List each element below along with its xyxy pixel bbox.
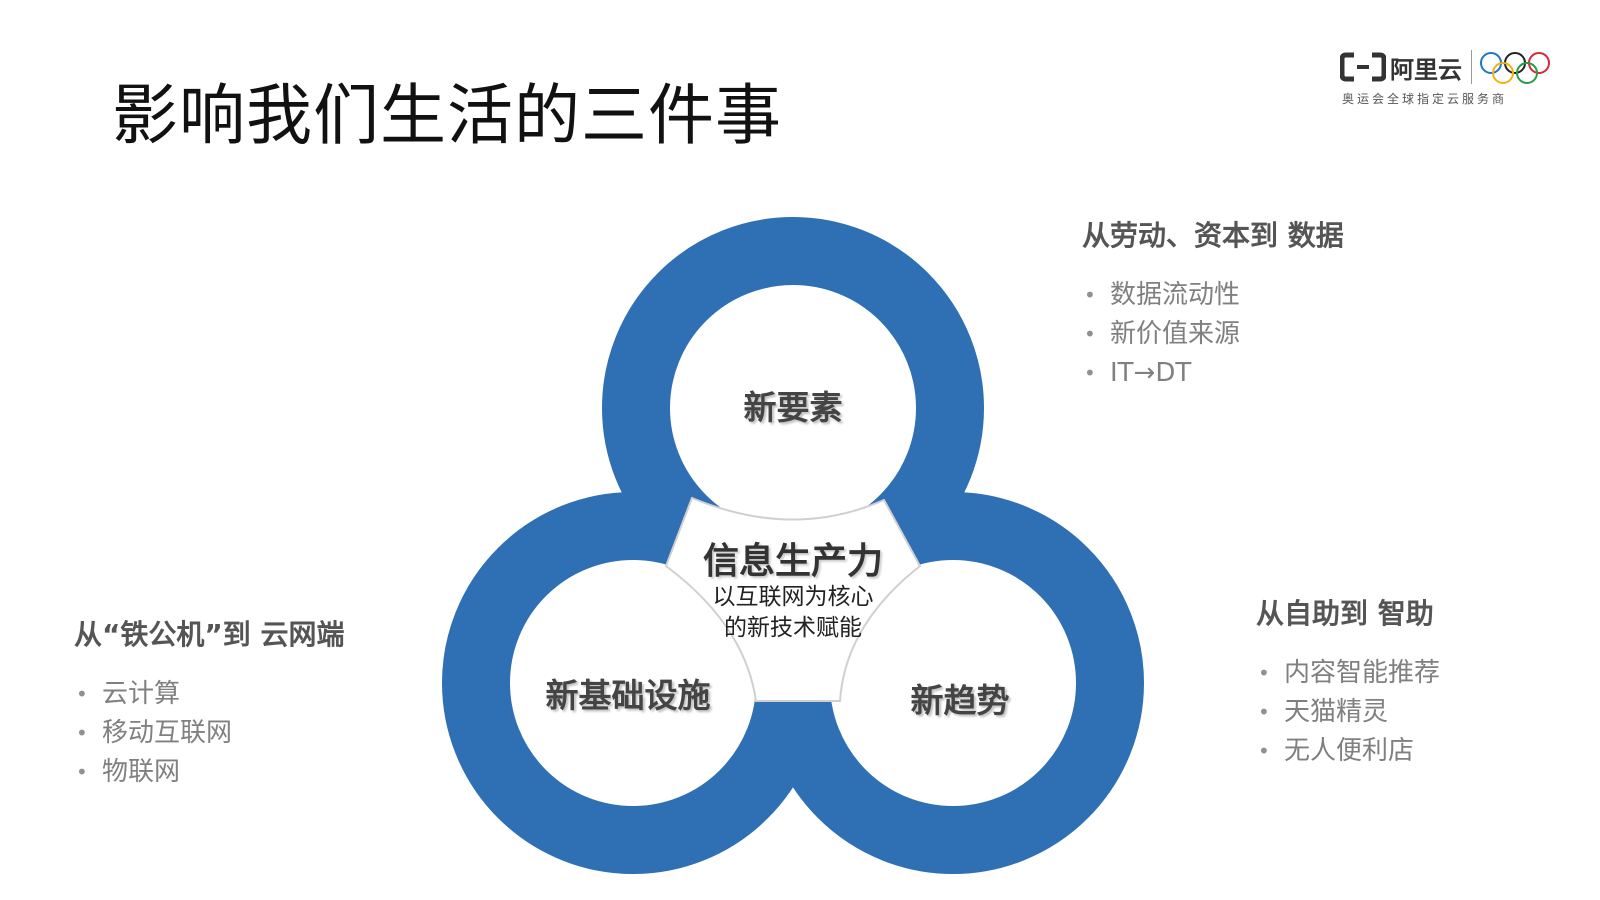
circle-label-left: 新基础设施	[545, 676, 711, 715]
logo-brand-text: 阿里云	[1390, 56, 1462, 84]
list-item: 新价值来源	[1082, 315, 1344, 354]
list-item: 移动互联网	[74, 714, 345, 753]
block-new-infrastructure: 从“铁公机”到 云网端 云计算 移动互联网 物联网	[74, 613, 345, 792]
bullet-list: 数据流动性 新价值来源 IT→DT	[1082, 276, 1344, 393]
block-new-elements: 从劳动、资本到 数据 数据流动性 新价值来源 IT→DT	[1082, 214, 1344, 393]
list-item: 内容智能推荐	[1256, 654, 1440, 693]
page-title: 影响我们生活的三件事	[112, 77, 782, 154]
block-heading: 从“铁公机”到 云网端	[74, 618, 345, 651]
list-item: 物联网	[74, 753, 345, 792]
olympic-rings-icon	[1480, 52, 1550, 84]
center-subtitle: 以互联网为核心 的新技术赋能	[683, 582, 903, 644]
circle-label-right: 新趋势	[910, 681, 1010, 720]
list-item: 云计算	[74, 675, 345, 714]
list-item: 天猫精灵	[1256, 693, 1440, 732]
list-item: 数据流动性	[1082, 276, 1344, 315]
list-item: 无人便利店	[1256, 732, 1440, 771]
bullet-list: 云计算 移动互联网 物联网	[74, 675, 345, 792]
block-new-trends: 从自助到 智助 内容智能推荐 天猫精灵 无人便利店	[1256, 592, 1440, 771]
aliyun-logo-icon	[1340, 52, 1386, 82]
block-heading: 从劳动、资本到 数据	[1082, 219, 1344, 252]
logo-tagline: 奥运会全球指定云服务商	[1342, 92, 1508, 106]
center-subtitle-line-1: 以互联网为核心	[712, 584, 874, 610]
brand-logo: 阿里云 奥运会全球指定云服务商	[1340, 48, 1560, 112]
bullet-list: 内容智能推荐 天猫精灵 无人便利店	[1256, 654, 1440, 771]
circle-label-top: 新要素	[743, 388, 843, 427]
center-subtitle-line-2: 的新技术赋能	[724, 615, 862, 641]
center-title: 信息生产力	[702, 541, 884, 582]
logo-divider	[1471, 50, 1472, 84]
block-heading: 从自助到 智助	[1256, 597, 1434, 630]
center-region	[664, 496, 922, 702]
list-item: IT→DT	[1082, 354, 1344, 393]
